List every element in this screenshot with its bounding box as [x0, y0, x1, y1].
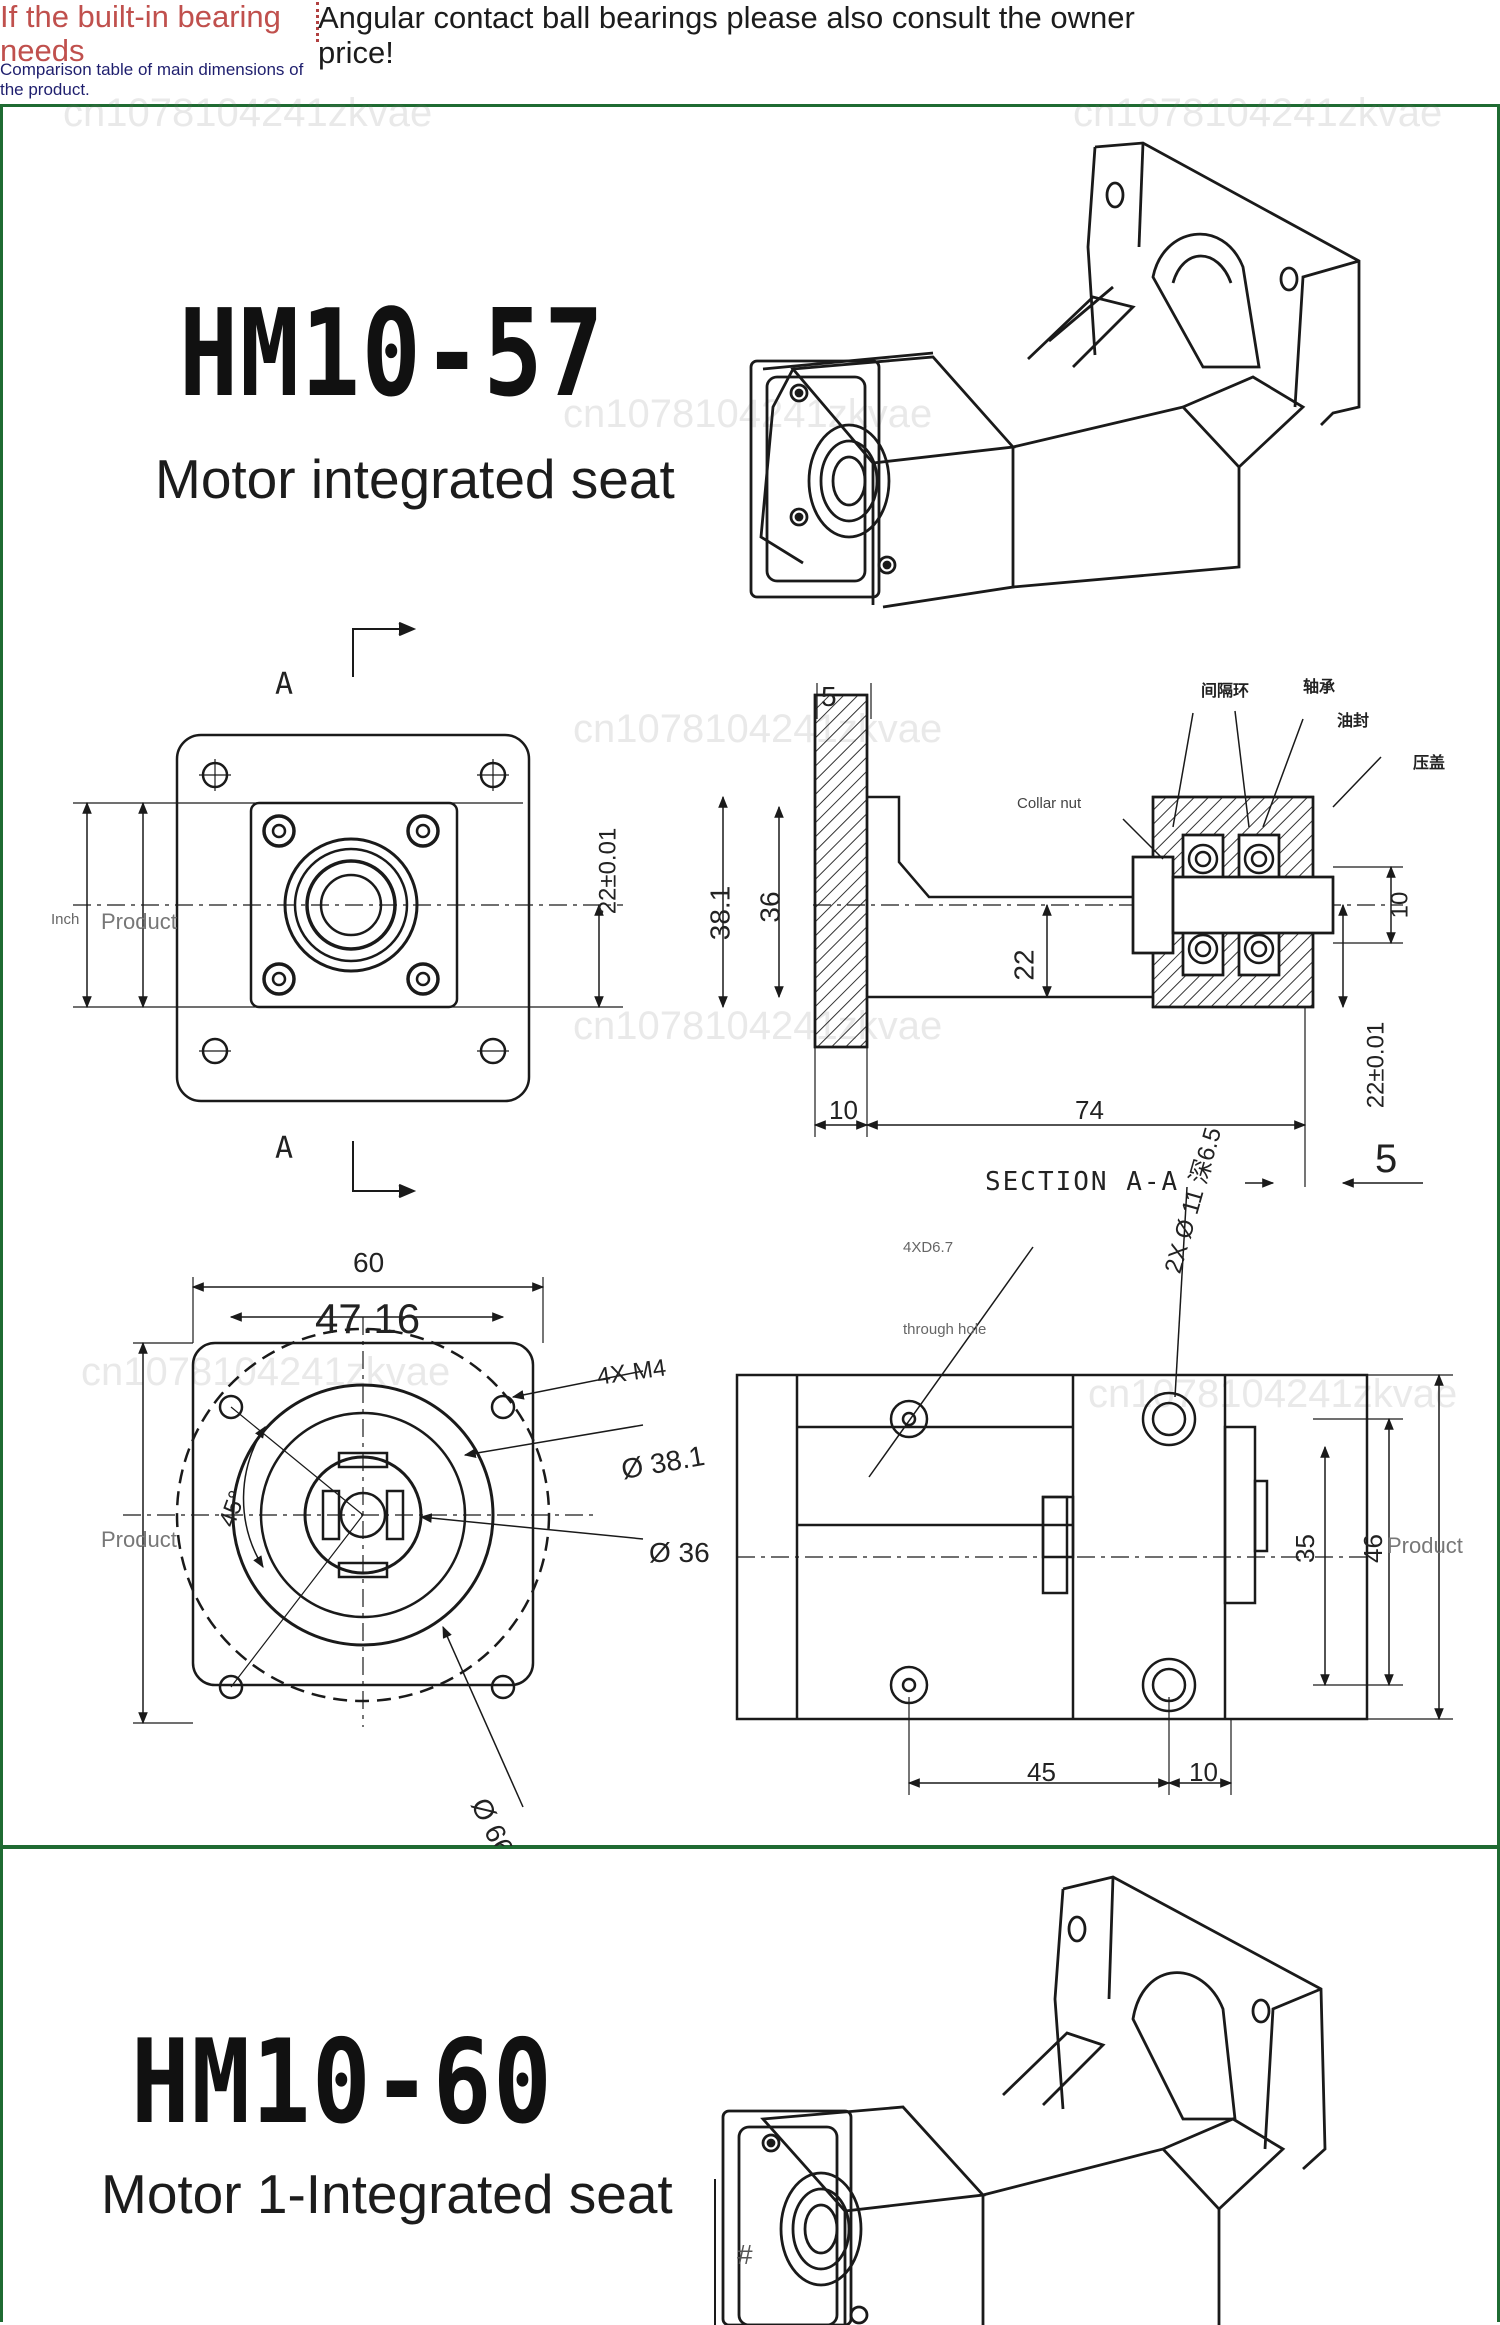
- dim-10-right: 10: [1386, 891, 1414, 919]
- hm10-57-drawing-panel: cn1078104241zkvae cn1078104241zkvae cn10…: [0, 91, 1500, 1882]
- section-mark-top: A: [275, 667, 294, 702]
- label-product-top: Product: [1387, 1533, 1463, 1558]
- bearing-label: 轴承: [1303, 679, 1336, 696]
- front-view: [73, 621, 623, 1199]
- dotted-divider: [316, 2, 323, 42]
- dim-36: 36: [754, 891, 786, 923]
- label-product-front: Product: [101, 909, 177, 934]
- dim-22-front: 22±0.01: [594, 827, 622, 915]
- dim-10-topview: 10: [1189, 1757, 1218, 1787]
- label-inch: Inch: [51, 911, 80, 928]
- dim-5-top: 5: [821, 681, 837, 712]
- notice-banner: If the built-in bearing needs Comparison…: [0, 0, 1500, 107]
- dim-35: 35: [1289, 1534, 1320, 1563]
- dim-45: 45: [1027, 1757, 1056, 1787]
- dimension-table-note: Comparison table of main dimensions of t…: [0, 60, 304, 99]
- isometric-seat-illustration: [749, 141, 1361, 609]
- watermark: cn1078104241zkvae: [1088, 1372, 1458, 1416]
- spacer-ring-label: 间隔环: [1201, 683, 1250, 700]
- watermark: cn1078104241zkvae: [563, 392, 933, 436]
- watermark: cn1078104241zkvae: [1073, 91, 1443, 135]
- dim-22-section: 22: [1008, 949, 1040, 981]
- dim-5-large: 5: [1375, 1137, 1398, 1181]
- isometric-seat-illustration: [714, 1875, 1327, 2325]
- dim-10-bottom: 10: [829, 1095, 858, 1125]
- label-product-flange: Product: [101, 1527, 177, 1552]
- flange-view: [123, 1277, 644, 1808]
- product-subtitle: Motor integrated seat: [155, 448, 675, 510]
- watermark: cn1078104241zkvae: [573, 1004, 943, 1048]
- hole-note-through: through hole: [903, 1321, 987, 1338]
- dim-38-1: 38.1: [704, 885, 736, 941]
- bearing-warning-text: If the built-in bearing needs: [0, 0, 281, 68]
- collar-nut-label: Collar nut: [1017, 795, 1082, 812]
- top-view: [735, 1186, 1453, 1795]
- section-a-a-label: SECTION A-A: [985, 1167, 1180, 1197]
- watermark: cn1078104241zkvae: [573, 707, 943, 751]
- dim-60: 60: [353, 1247, 385, 1278]
- dim-22-right: 22±0.01: [1362, 1021, 1390, 1109]
- product-subtitle: Motor 1-Integrated seat: [101, 2163, 673, 2225]
- section-mark-bottom: A: [275, 1131, 294, 1166]
- watermark: cn1078104241zkvae: [63, 91, 433, 135]
- hole-note-count: 4XD6.7: [903, 1239, 954, 1256]
- hash-mark: #: [737, 2239, 753, 2270]
- dim-phi-36: Ø 36: [649, 1537, 710, 1568]
- dim-47-16: 47.16: [315, 1295, 421, 1342]
- model-number-title: HM10-60: [131, 2015, 554, 2150]
- technical-drawing: [73, 141, 1453, 1808]
- model-number-title: HM10-57: [179, 285, 606, 424]
- dim-46: 46: [1357, 1534, 1388, 1563]
- section-view: [718, 683, 1423, 1188]
- dim-74: 74: [1075, 1095, 1104, 1125]
- oil-seal-label: 油封: [1337, 713, 1370, 730]
- consult-price-message: Angular contact ball bearings please als…: [318, 0, 1135, 70]
- gland-label: 压盖: [1413, 755, 1446, 772]
- hm10-60-drawing-panel: HM10-60 Motor 1-Integrated seat #: [0, 1846, 1500, 2325]
